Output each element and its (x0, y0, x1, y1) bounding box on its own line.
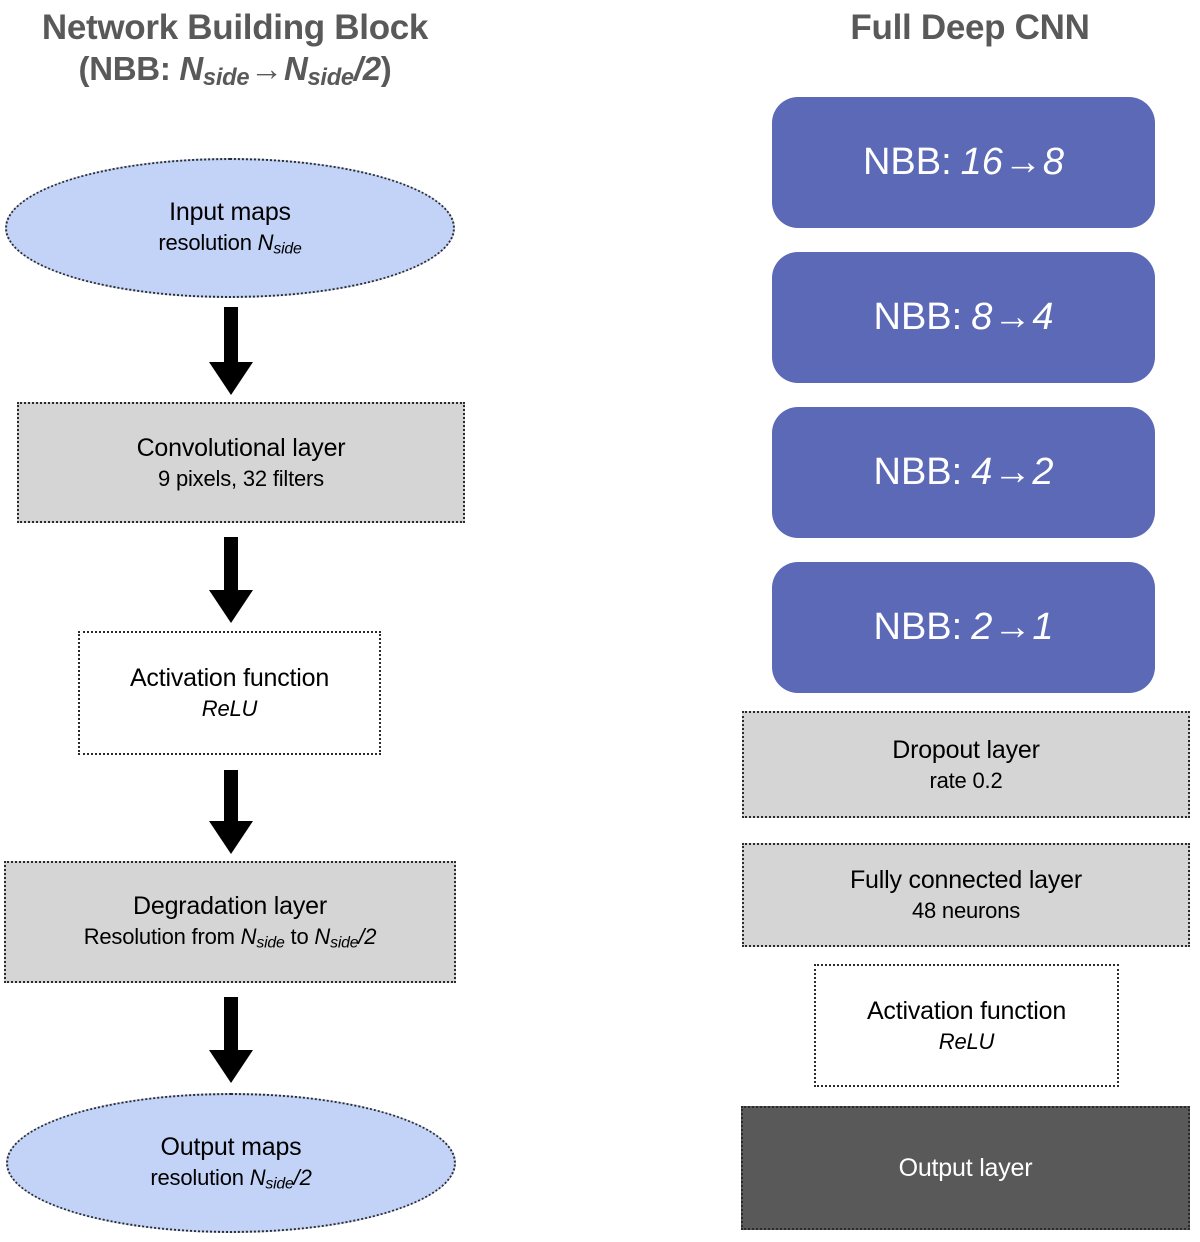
nbb-block-16-8-prefix: NBB: (862, 141, 952, 183)
node-output-maps-title: Output maps (160, 1133, 302, 1162)
node-output-maps-subtitle: resolution Nside/2 (150, 1165, 312, 1193)
node-fully-connected-layer-subtitle: 48 neurons (911, 898, 1021, 924)
node-input-maps-subtitle: resolution Nside (158, 230, 302, 258)
arrow-activation-to-degradation (209, 770, 253, 854)
arrow-input-to-conv (209, 307, 253, 395)
node-output-layer: Output layer (741, 1106, 1190, 1230)
node-activation-function: Activation function ReLU (814, 964, 1119, 1087)
nbb-block-8-4: NBB: 8→4 (772, 252, 1155, 383)
node-activation-function: Activation function ReLU (78, 631, 381, 755)
node-convolutional-layer-title: Convolutional layer (136, 433, 346, 462)
node-activation-function-subtitle: ReLU (201, 696, 258, 722)
node-output-maps: Output maps resolution Nside/2 (6, 1093, 456, 1233)
node-activation-function-subtitle: ReLU (938, 1028, 995, 1054)
network-building-block-panel: Network Building Block (NBB: Nside→Nside… (0, 8, 470, 1233)
right-panel-title: Full Deep CNN (850, 8, 1090, 47)
node-dropout-layer-subtitle: rate 0.2 (929, 767, 1003, 793)
node-convolutional-layer-subtitle: 9 pixels, 32 filters (158, 465, 324, 491)
full-deep-cnn-panel: Full Deep CNN NBB: 16→8 NBB: 8→4 NBB: 4→… (700, 0, 1200, 1242)
left-panel-title: Network Building Block (NBB: Nside→Nside… (0, 8, 470, 92)
nbb-block-16-8: NBB: 16→8 (772, 97, 1155, 228)
nbb-block-4-2-expr: 4→2 (971, 451, 1054, 493)
node-degradation-layer-title: Degradation layer (133, 892, 327, 921)
node-input-maps-title: Input maps (169, 198, 291, 227)
nbb-block-2-1-prefix: NBB: (873, 606, 963, 648)
nbb-block-8-4-prefix: NBB: (873, 296, 963, 338)
arrow-degradation-to-output (209, 997, 253, 1083)
node-degradation-layer: Degradation layer Resolution from Nside … (4, 861, 456, 983)
nbb-block-8-4-expr: 8→4 (971, 296, 1054, 338)
nbb-block-2-1-expr: 2→1 (971, 606, 1054, 648)
nbb-block-4-2: NBB: 4→2 (772, 407, 1155, 538)
node-degradation-layer-subtitle: Resolution from Nside to Nside/2 (83, 924, 377, 952)
node-convolutional-layer: Convolutional layer 9 pixels, 32 filters (17, 402, 465, 523)
left-title-line1: Network Building Block (41, 8, 429, 47)
node-input-maps: Input maps resolution Nside (5, 158, 455, 298)
node-activation-function-title: Activation function (866, 996, 1067, 1025)
node-activation-function-title: Activation function (129, 664, 330, 693)
nbb-block-2-1: NBB: 2→1 (772, 562, 1155, 693)
node-dropout-layer-title: Dropout layer (892, 735, 1040, 764)
left-title-line2: (NBB: Nside→Nside/2) (78, 50, 392, 92)
node-fully-connected-layer: Fully connected layer 48 neurons (742, 843, 1190, 947)
node-dropout-layer: Dropout layer rate 0.2 (742, 711, 1190, 818)
node-output-layer-title: Output layer (898, 1154, 1033, 1182)
node-fully-connected-layer-title: Fully connected layer (849, 866, 1083, 895)
arrow-conv-to-activation (209, 537, 253, 623)
nbb-block-16-8-expr: 16→8 (960, 141, 1065, 183)
nbb-block-4-2-prefix: NBB: (873, 451, 963, 493)
